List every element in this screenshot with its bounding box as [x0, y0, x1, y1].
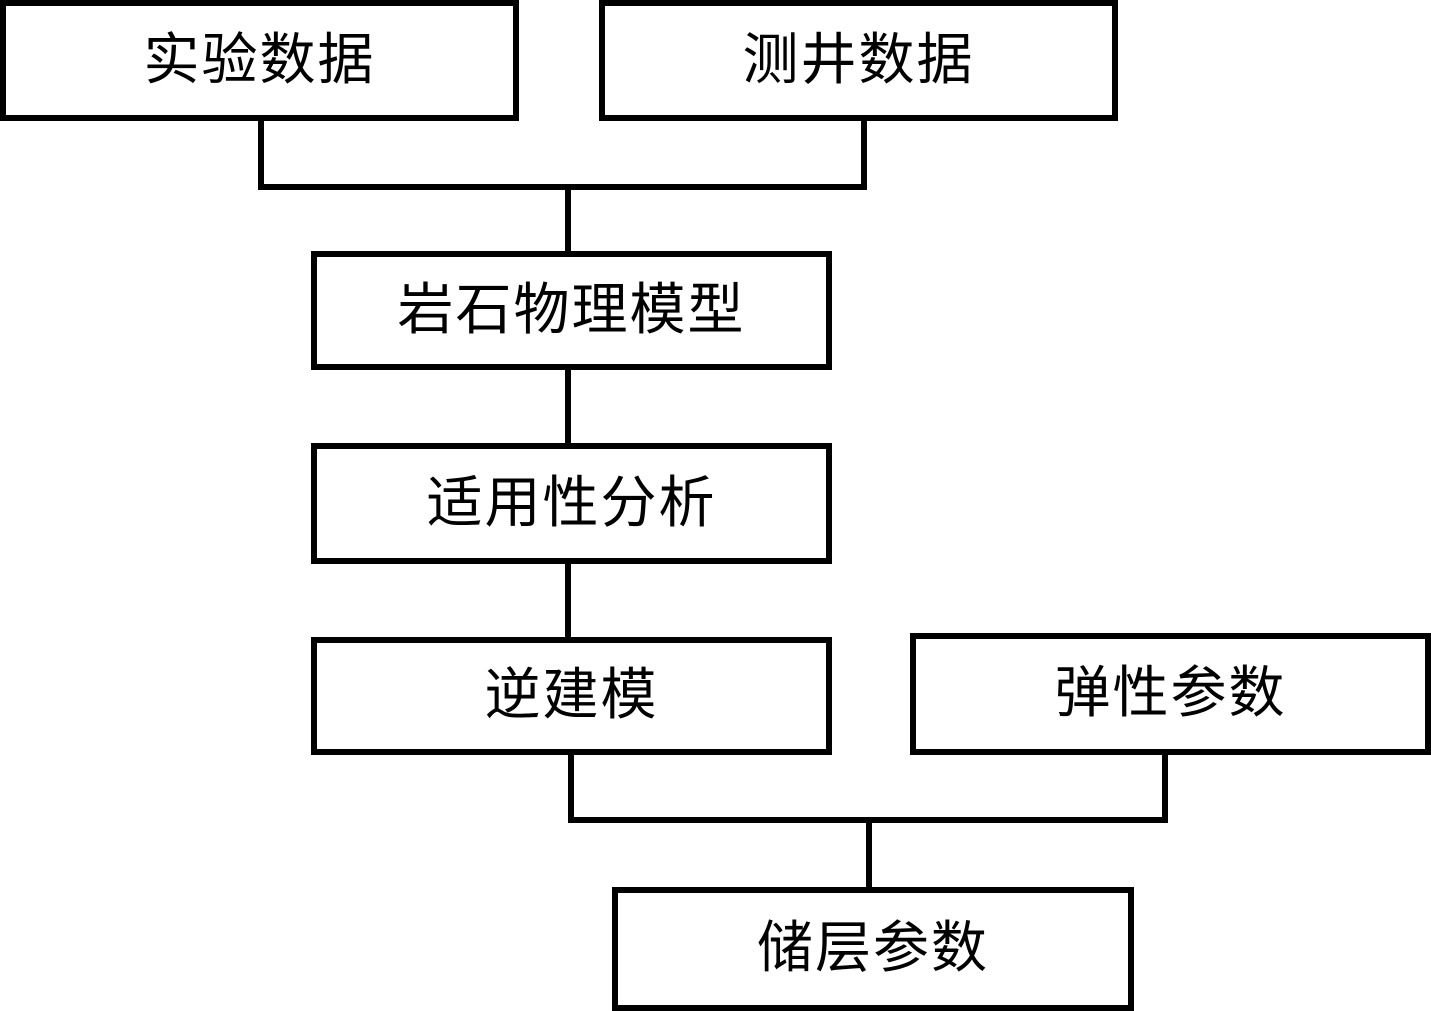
connector-well-down	[861, 118, 867, 190]
connector-exp-down	[258, 118, 264, 190]
node-rock-physics-model[interactable]: 岩石物理模型	[311, 251, 832, 370]
node-label-elastic-parameters: 弹性参数	[1054, 663, 1287, 725]
connector-rpm-to-apa	[565, 367, 571, 446]
node-reservoir-parameters[interactable]: 储层参数	[612, 887, 1134, 1011]
node-label-experimental-data: 实验数据	[143, 29, 376, 92]
connector-to-reservoir	[866, 817, 872, 890]
connector-apa-to-inv	[565, 561, 571, 640]
node-label-applicability-analysis: 适用性分析	[426, 472, 717, 535]
node-label-inverse-modeling: 逆建模	[484, 665, 659, 727]
node-label-reservoir-parameters: 储层参数	[757, 918, 989, 980]
node-label-rock-physics-model: 岩石物理模型	[397, 279, 746, 342]
node-elastic-parameters[interactable]: 弹性参数	[910, 633, 1431, 755]
connector-to-rpm	[565, 184, 571, 254]
node-applicability-analysis[interactable]: 适用性分析	[311, 443, 832, 564]
connector-inv-down	[568, 752, 574, 823]
node-experimental-data[interactable]: 实验数据	[0, 0, 519, 121]
connector-elastic-down	[1162, 752, 1168, 823]
node-label-well-log-data: 测井数据	[742, 29, 975, 92]
node-well-log-data[interactable]: 测井数据	[599, 0, 1118, 121]
connector-merge-top	[258, 184, 867, 190]
node-inverse-modeling[interactable]: 逆建模	[311, 637, 832, 755]
